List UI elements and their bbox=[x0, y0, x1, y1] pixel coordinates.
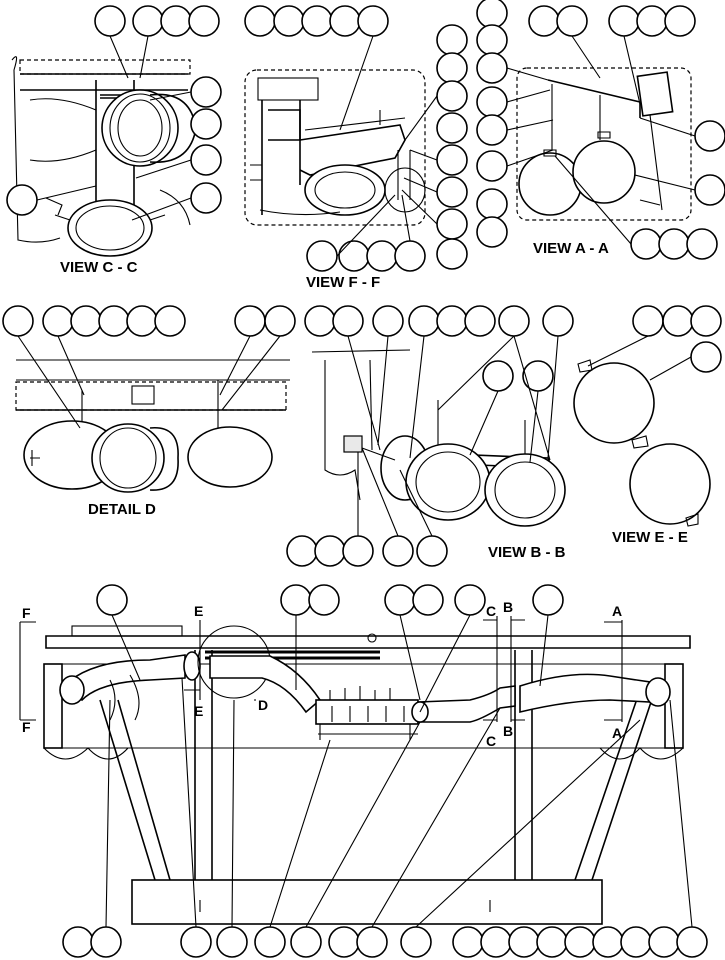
view-e-e-balloons bbox=[587, 305, 722, 381]
section-letter-c-top: C bbox=[486, 603, 496, 619]
view-f-f-illustration bbox=[244, 69, 426, 226]
section-letter-f-top: F bbox=[22, 605, 31, 621]
section-letter-e-top: E bbox=[194, 603, 203, 619]
section-letter-d: D bbox=[258, 697, 268, 713]
view-f-f-label: VIEW F - F bbox=[306, 274, 380, 291]
section-letter-a-bottom: A bbox=[612, 725, 622, 741]
view-a-a-label: VIEW A - A bbox=[533, 240, 609, 257]
view-b-b-balloons bbox=[286, 305, 574, 567]
view-b-b-label: VIEW B - B bbox=[488, 544, 566, 561]
section-letter-f-bottom: F bbox=[22, 719, 31, 735]
section-letter-a-top: A bbox=[612, 603, 622, 619]
view-f-f-balloons bbox=[244, 5, 468, 272]
view-c-c-label: VIEW C - C bbox=[60, 259, 138, 276]
detail-d-label: DETAIL D bbox=[88, 501, 156, 518]
section-markers: F F E E D C C B B A A bbox=[22, 599, 622, 749]
view-c-c-balloons bbox=[6, 5, 222, 221]
view-a-a-balloons bbox=[476, 0, 725, 260]
main-assembly-balloons bbox=[62, 584, 708, 958]
section-letter-b-top: B bbox=[503, 599, 513, 615]
detail-d-balloons bbox=[2, 305, 296, 429]
view-e-e-illustration bbox=[573, 359, 711, 527]
section-letter-e-bottom: E bbox=[194, 703, 203, 719]
section-letter-c-bottom: C bbox=[486, 733, 496, 749]
view-e-e-label: VIEW E - E bbox=[612, 529, 688, 546]
main-assembly-illustration bbox=[19, 616, 691, 925]
view-c-c-illustration bbox=[11, 56, 197, 257]
detail-d-illustration bbox=[15, 359, 290, 493]
section-letter-b-bottom: B bbox=[503, 723, 513, 739]
view-a-a-illustration bbox=[516, 67, 692, 221]
